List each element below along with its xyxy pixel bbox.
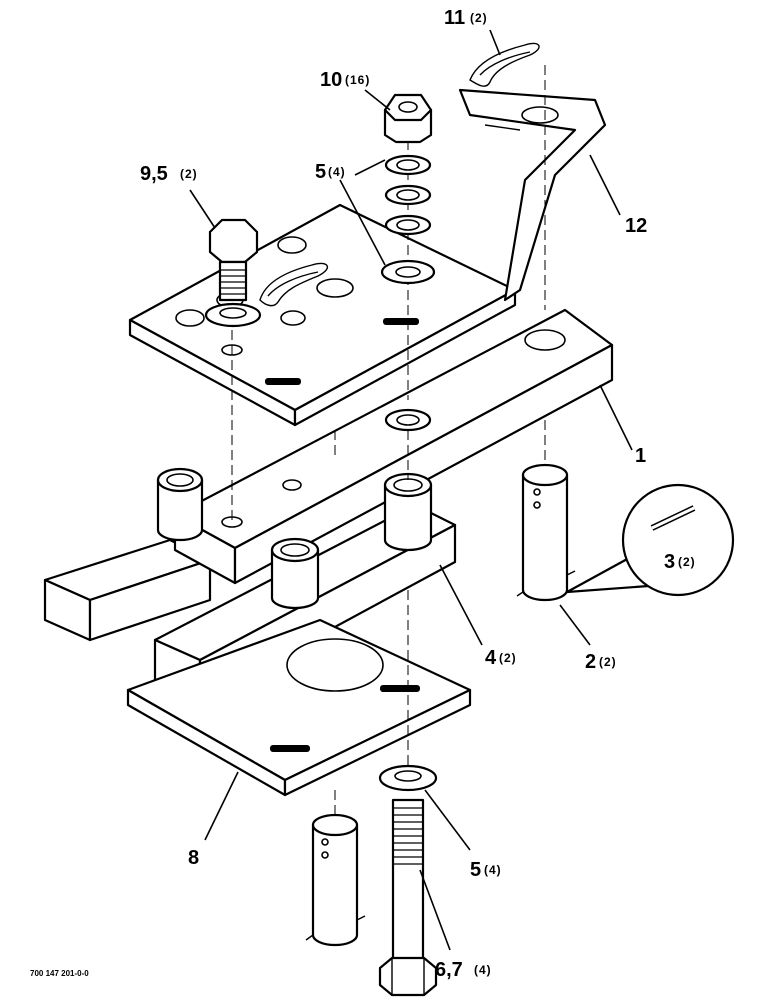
callout-5-bottom-number: 5	[470, 859, 481, 881]
callout-4: 4 (2)	[485, 647, 517, 669]
left-square-tube	[43, 538, 212, 642]
callout-5-top: 5 (4)	[315, 161, 346, 183]
callout-11: 11 (2)	[444, 7, 488, 29]
callout-10-qty: (16)	[345, 73, 370, 87]
bolt-part-9	[204, 218, 262, 328]
callout-11-number: 11	[444, 7, 465, 29]
callout-3-number: 3	[664, 551, 675, 573]
callout-6-7-qty: (4)	[474, 963, 492, 977]
pin-part-2	[516, 463, 576, 602]
callout-8-number: 8	[188, 847, 199, 869]
callout-2-number: 2	[585, 651, 596, 673]
callout-5-bottom: 5 (4)	[470, 859, 502, 881]
callout-9-5: 9,5 (2)	[140, 163, 198, 185]
callout-5-bottom-qty: (4)	[484, 863, 502, 877]
leader-lines	[189, 29, 633, 951]
detail-circle-roll-pin	[565, 483, 735, 597]
pin-bottom	[305, 813, 366, 947]
bottom-plate-part-8	[126, 618, 472, 797]
callout-12-number: 12	[625, 215, 647, 237]
nut-and-washer-stack-part-10	[380, 93, 436, 432]
bushing-center	[383, 472, 433, 552]
bottom-bolt-part-6-7	[378, 798, 438, 997]
drawing-code: 700 147 201-0-0	[30, 969, 89, 978]
callout-1: 1	[635, 445, 646, 467]
callout-4-number: 4	[485, 647, 497, 669]
bottom-washer-part-5	[378, 764, 438, 792]
callout-9-5-number: 9,5	[140, 163, 168, 185]
callout-3-qty: (2)	[678, 555, 696, 569]
bushing-front	[270, 537, 320, 610]
callout-5-top-qty: (4)	[328, 165, 346, 179]
callout-11-qty: (2)	[470, 11, 488, 25]
callout-9-5-qty: (2)	[180, 167, 198, 181]
bent-bracket-part-12	[458, 88, 607, 302]
bushing-left	[156, 467, 204, 542]
callout-5-top-number: 5	[315, 161, 326, 183]
hairpin-clip-plate	[259, 262, 329, 307]
callout-6-7-number: 6,7	[435, 959, 463, 981]
callout-12: 12	[625, 215, 647, 237]
middle-bar-part-1	[173, 308, 614, 585]
hairpin-clip-top	[469, 42, 540, 87]
callout-10: 10 (16)	[320, 69, 370, 91]
callout-3: 3 (2)	[664, 551, 696, 573]
callout-1-number: 1	[635, 445, 646, 467]
callout-10-number: 10	[320, 69, 342, 91]
callout-4-qty: (2)	[499, 651, 517, 665]
callout-6-7: 6,7 (4)	[435, 959, 492, 981]
callout-2: 2 (2)	[585, 651, 617, 673]
callout-8: 8	[188, 847, 199, 869]
callout-2-qty: (2)	[599, 655, 617, 669]
